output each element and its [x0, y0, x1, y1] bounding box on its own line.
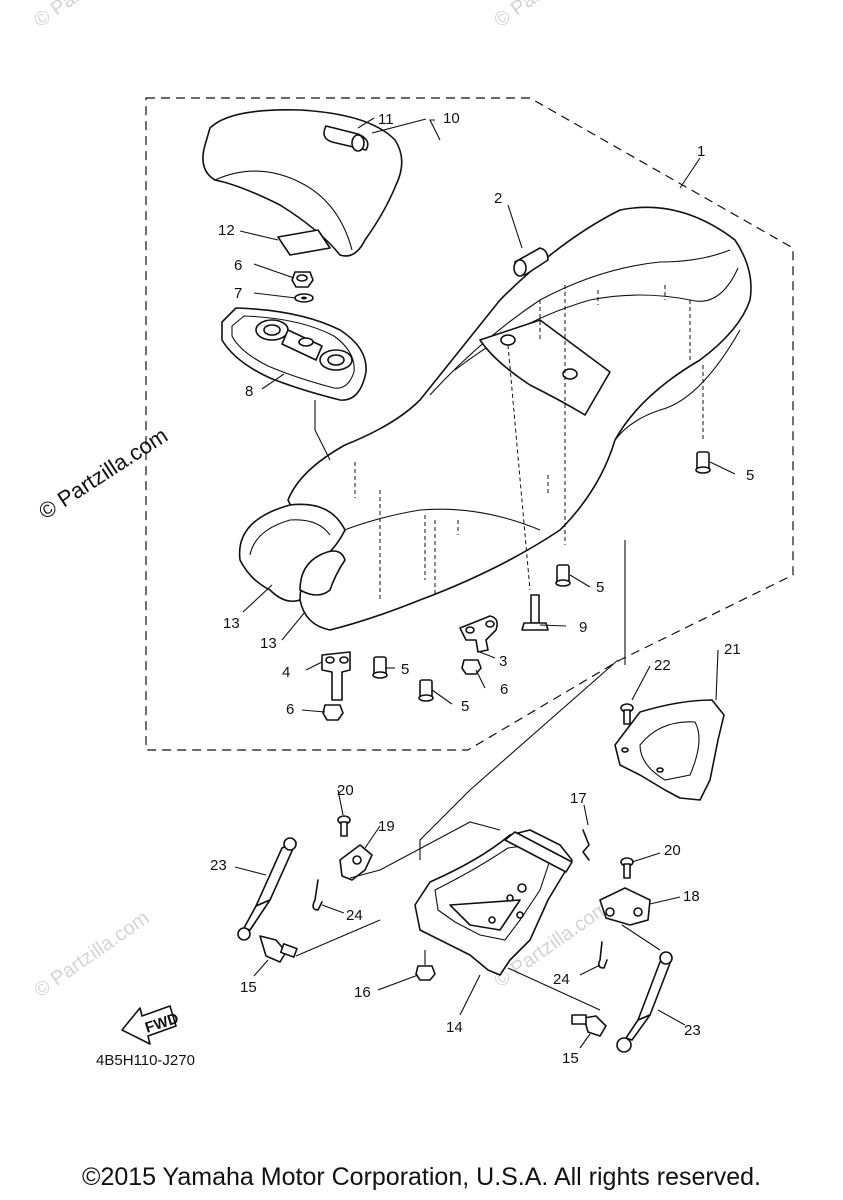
callout-13: 13	[223, 615, 240, 632]
callout-8: 8	[245, 383, 253, 400]
watermark-dark: © Partzilla.com	[34, 422, 172, 524]
callout-23: 23	[210, 857, 227, 874]
bracket-21	[614, 699, 725, 801]
callout-23: 23	[684, 1022, 701, 1039]
assembly-lines	[295, 400, 661, 1011]
callout-24: 24	[346, 907, 363, 924]
callout-5: 5	[401, 661, 409, 678]
seat-trim-13	[238, 503, 346, 603]
nut-16	[415, 965, 436, 981]
callout-11: 11	[378, 111, 394, 128]
bolt-5-lower	[418, 679, 434, 702]
bolt-5-left	[372, 656, 388, 679]
watermark: © Partzilla.com	[30, 907, 153, 1002]
callout-4: 4	[282, 664, 290, 681]
copyright-notice: ©2015 Yamaha Motor Corporation, U.S.A. A…	[82, 1163, 761, 1191]
callout-16: 16	[354, 984, 371, 1001]
callout-22: 22	[654, 657, 671, 674]
diagram-code: 4B5H110-J270	[96, 1052, 195, 1069]
bolt-15-right	[571, 1014, 607, 1037]
callout-6: 6	[286, 701, 294, 718]
assembly-boundary	[145, 97, 794, 751]
fwd-arrow: FWD	[121, 1005, 181, 1045]
callout-12: 12	[218, 222, 235, 239]
watermark: © Partzilla.com	[30, 0, 153, 32]
bolt-5-right	[695, 451, 711, 474]
bolt-20-left	[337, 815, 351, 837]
passenger-seat	[202, 109, 403, 257]
bolt-5-center	[555, 564, 571, 587]
strut-23-right	[616, 951, 673, 1053]
clip-24-right	[597, 941, 608, 969]
callout-5: 5	[461, 698, 469, 715]
bracket-8	[221, 307, 367, 401]
callout-7: 7	[234, 285, 242, 302]
bracket-4	[321, 651, 351, 701]
callout-18: 18	[683, 888, 700, 905]
bracket-19	[339, 844, 373, 881]
callout-3: 3	[499, 653, 507, 670]
bolt-15-left	[259, 935, 298, 963]
callout-6: 6	[234, 257, 242, 274]
bolt-22	[620, 703, 634, 725]
callout-5: 5	[746, 467, 754, 484]
callout-6: 6	[500, 681, 508, 698]
watermark: © Partzilla.com	[490, 0, 613, 32]
callout-15: 15	[240, 979, 257, 996]
hidden-lines	[354, 285, 704, 600]
main-seat	[287, 206, 752, 631]
callout-2: 2	[494, 190, 502, 207]
nut-6-top	[291, 271, 314, 288]
callout-5: 5	[596, 579, 604, 596]
callout-19: 19	[378, 818, 395, 835]
callout-14: 14	[446, 1019, 463, 1036]
callout-13: 13	[260, 635, 277, 652]
bolt-20-right	[620, 857, 634, 879]
nut-6-right	[461, 659, 482, 675]
bracket-3	[459, 615, 498, 653]
callout-labels: 1 2 3 4 5 5 5 5 6 6 6 7 8 9 10 11 12 13 …	[210, 110, 754, 1067]
callout-17: 17	[570, 790, 587, 807]
callout-9: 9	[579, 619, 587, 636]
clip-24-left	[312, 879, 323, 911]
callout-21: 21	[724, 641, 741, 658]
seat-frame-14	[414, 829, 573, 976]
callout-10: 10	[443, 110, 460, 127]
strut-23-left	[237, 837, 297, 941]
callout-15: 15	[562, 1050, 579, 1067]
callout-20: 20	[664, 842, 681, 859]
callout-20: 20	[337, 782, 354, 799]
callout-1: 1	[697, 143, 705, 160]
pad-12	[277, 229, 331, 256]
callout-24: 24	[553, 971, 570, 988]
callout-leaders	[234, 117, 736, 1049]
nut-6-left	[322, 704, 344, 721]
pin-17	[582, 829, 590, 861]
bracket-18	[599, 887, 651, 926]
